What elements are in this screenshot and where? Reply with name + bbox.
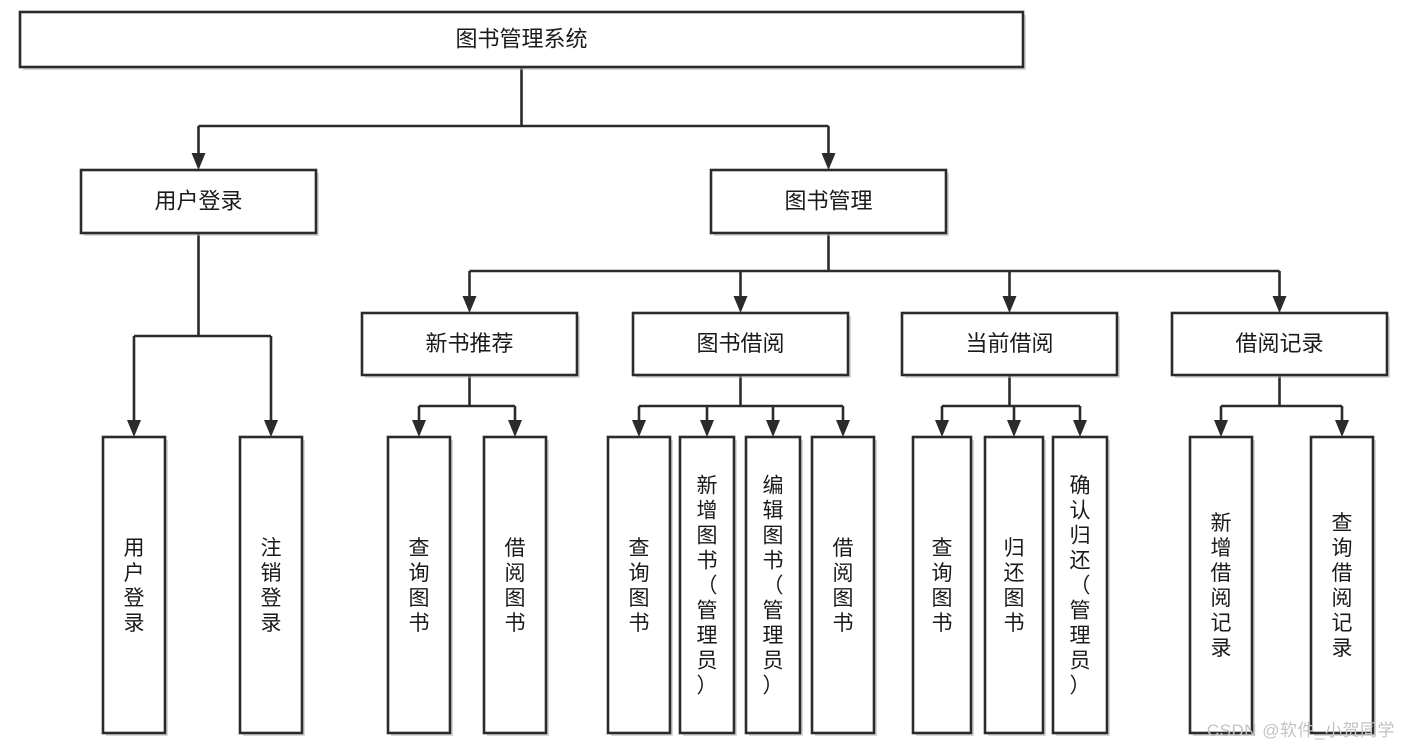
node-leaf-leaf-logout[interactable]: 注销登录 <box>238 435 305 736</box>
node-rect[interactable] <box>983 435 1045 735</box>
node-rect[interactable] <box>631 311 850 377</box>
nodes-layer: 图书管理系统用户登录图书管理新书推荐图书借阅当前借阅借阅记录用户登录注销登录查询… <box>18 10 1390 736</box>
node-rect[interactable] <box>101 435 167 735</box>
node-level1-user-login[interactable]: 用户登录 <box>79 168 319 236</box>
node-level2-new-book-rec[interactable]: 新书推荐 <box>360 311 580 378</box>
node-rect[interactable] <box>1188 435 1254 735</box>
node-rect[interactable] <box>900 311 1119 377</box>
node-root-root[interactable]: 图书管理系统 <box>18 10 1026 70</box>
node-rect[interactable] <box>386 435 452 735</box>
node-label: 图书借阅 <box>696 331 784 356</box>
node-rect[interactable] <box>1170 311 1389 377</box>
node-leaf-bb-edit[interactable]: 编辑图书（管理员） <box>744 435 803 736</box>
node-leaf-bb-borrow[interactable]: 借阅图书 <box>810 435 877 736</box>
node-rect[interactable] <box>18 10 1025 69</box>
node-label: 用户登录 <box>154 188 242 213</box>
node-rect[interactable] <box>1309 435 1375 735</box>
node-rect[interactable] <box>1051 435 1109 735</box>
connector-group-borrow-record <box>1214 375 1349 437</box>
connectors-layer <box>127 67 1349 437</box>
node-level2-current-borrow[interactable]: 当前借阅 <box>900 311 1120 378</box>
node-rect[interactable] <box>810 435 876 735</box>
node-leaf-nb-borrow[interactable]: 借阅图书 <box>482 435 549 736</box>
node-leaf-br-query[interactable]: 查询借阅记录 <box>1309 435 1376 736</box>
csdn-watermark: CSDN @软件_小贺同学 <box>1206 721 1395 740</box>
node-leaf-cb-query[interactable]: 查询图书 <box>911 435 974 736</box>
connector-group-current-borrow <box>935 375 1087 437</box>
node-rect[interactable] <box>709 168 948 235</box>
connector-group-book-borrow <box>632 375 850 437</box>
node-label: 查询图书 <box>629 537 650 635</box>
node-label: 新书推荐 <box>425 331 513 356</box>
node-leaf-br-add[interactable]: 新增借阅记录 <box>1188 435 1255 736</box>
node-rect[interactable] <box>482 435 548 735</box>
connector-group-book-manage <box>462 233 1287 313</box>
node-label: 归还图书 <box>1004 537 1025 635</box>
node-level1-book-manage[interactable]: 图书管理 <box>709 168 949 236</box>
node-level2-book-borrow[interactable]: 图书借阅 <box>631 311 851 378</box>
node-rect[interactable] <box>678 435 736 735</box>
node-leaf-leaf-user-login[interactable]: 用户登录 <box>101 435 168 736</box>
node-leaf-bb-query[interactable]: 查询图书 <box>606 435 673 736</box>
node-label: 查询图书 <box>932 537 953 635</box>
node-leaf-bb-add[interactable]: 新增图书（管理员） <box>678 435 737 736</box>
node-label: 借阅记录 <box>1235 331 1323 356</box>
node-label: 当前借阅 <box>965 331 1053 356</box>
node-label: 图书管理系统 <box>455 26 587 51</box>
node-label: 借阅图书 <box>833 537 854 635</box>
node-label: 查询图书 <box>409 537 430 635</box>
node-label: 图书管理 <box>784 188 872 213</box>
node-label: 借阅图书 <box>505 537 526 635</box>
connector-group-new-book-rec <box>412 375 522 437</box>
node-rect[interactable] <box>360 311 579 377</box>
node-level2-borrow-record[interactable]: 借阅记录 <box>1170 311 1390 378</box>
node-rect[interactable] <box>79 168 318 235</box>
node-leaf-cb-return[interactable]: 归还图书 <box>983 435 1046 736</box>
connector-group-user-login <box>127 233 278 437</box>
node-leaf-cb-confirm[interactable]: 确认归还（管理员） <box>1051 435 1110 736</box>
node-label: 用户登录 <box>124 537 145 635</box>
node-rect[interactable] <box>606 435 672 735</box>
node-label: 编辑图书（管理员） <box>763 475 784 698</box>
node-label: 新增借阅记录 <box>1211 512 1232 660</box>
node-leaf-nb-query[interactable]: 查询图书 <box>386 435 453 736</box>
node-label: 新增图书（管理员） <box>697 475 718 698</box>
node-rect[interactable] <box>911 435 973 735</box>
node-rect[interactable] <box>238 435 304 735</box>
connector-group-root <box>191 67 836 170</box>
node-label: 查询借阅记录 <box>1332 512 1353 660</box>
node-rect[interactable] <box>744 435 802 735</box>
node-label: 注销登录 <box>261 537 282 635</box>
node-label: 确认归还（管理员） <box>1070 475 1091 698</box>
